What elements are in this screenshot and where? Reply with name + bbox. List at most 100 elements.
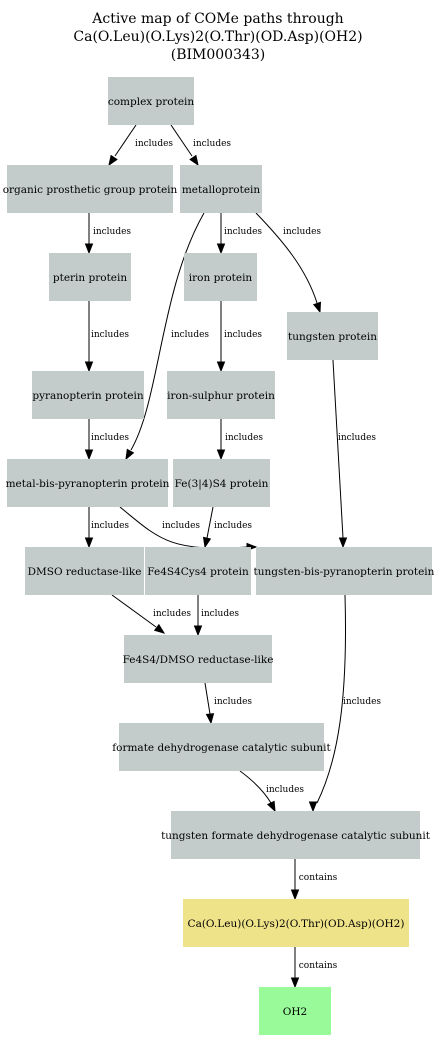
node-tungsten-formate-dh[interactable]: tungsten formate dehydrogenase catalytic…	[161, 811, 431, 859]
node-label: tungsten formate dehydrogenase catalytic…	[161, 830, 431, 842]
edge-complex-protein-to-metalloprotein: includes	[170, 124, 231, 167]
node-oh2[interactable]: OH2	[259, 987, 331, 1035]
edge-metalloprotein-to-metal-bis-pyranopterin: includes	[125, 212, 209, 461]
edge-label: includes	[224, 330, 262, 340]
arrowhead-icon	[153, 623, 166, 634]
node-box	[7, 165, 173, 213]
edge-label: includes	[338, 433, 376, 443]
edge-complex-protein-to-organic-prosthetic: includes	[108, 124, 173, 167]
node-label: formate dehydrogenase catalytic subunit	[112, 742, 331, 754]
edge-fe4s4cys4-protein-to-fe4s4-dmso: includes	[193, 595, 239, 637]
edge-label: includes	[91, 433, 129, 443]
arrowhead-icon	[216, 361, 226, 373]
node-label: OH2	[283, 1006, 307, 1018]
node-iron-sulphur-protein[interactable]: iron-sulphur protein	[167, 371, 275, 419]
edge-label: includes	[214, 697, 252, 707]
node-fe4s4cys4-protein[interactable]: Fe4S4Cys4 protein	[145, 547, 251, 595]
node-box	[167, 371, 275, 419]
edge-ca-site-to-oh2: contains	[290, 947, 338, 989]
edge-fe4s4-dmso-to-formate-dh-subunit: includes	[204, 682, 252, 725]
node-fe3-4s4-protein[interactable]: Fe(3|4)S4 protein	[173, 459, 270, 507]
arrowhead-icon	[338, 537, 348, 549]
edge-metal-bis-pyranopterin-to-dmso-reductase-like: includes	[84, 507, 129, 549]
node-complex-protein[interactable]: complex protein	[108, 77, 195, 125]
edge-organic-prosthetic-to-pterin-protein: includes	[84, 213, 131, 255]
edge-line	[130, 212, 205, 451]
node-box	[32, 371, 144, 419]
node-box	[108, 77, 194, 125]
node-label: iron protein	[189, 272, 253, 284]
arrowhead-icon	[189, 154, 199, 167]
edge-label: includes	[153, 609, 191, 619]
node-fe4s4-dmso[interactable]: Fe4S4/DMSO reductase-like	[123, 635, 274, 683]
node-box	[7, 459, 168, 507]
node-pyranopterin-protein[interactable]: pyranopterin protein	[32, 371, 144, 419]
node-box	[145, 547, 251, 595]
node-organic-prosthetic[interactable]: organic prosthetic group protein	[3, 165, 178, 213]
edge-line	[204, 682, 211, 715]
edge-metalloprotein-to-iron-protein: includes	[216, 213, 262, 255]
node-box	[256, 547, 432, 595]
node-dmso-reductase-like[interactable]: DMSO reductase-like	[25, 547, 144, 595]
node-box	[184, 253, 257, 301]
title-line-2: Ca(O.Leu)(O.Lys)2(O.Thr)(OD.Asp)(OH2)	[73, 29, 362, 45]
arrowhead-icon	[312, 301, 322, 314]
arrowhead-icon	[84, 449, 94, 461]
arrowhead-icon	[290, 889, 300, 901]
edge-label: includes	[91, 330, 129, 340]
node-label: Fe4S4Cys4 protein	[147, 566, 249, 578]
node-formate-dh-subunit[interactable]: formate dehydrogenase catalytic subunit	[112, 723, 332, 771]
node-box	[259, 987, 331, 1035]
node-box	[25, 547, 144, 595]
edge-line	[239, 770, 272, 804]
diagram-title: Active map of COMe paths through Ca(O.Le…	[73, 11, 362, 63]
arrowhead-icon	[84, 243, 94, 255]
edge-label: includes	[93, 227, 131, 237]
arrowhead-icon	[308, 801, 318, 813]
edge-tungsten-protein-to-tungsten-bis-pyranopterin: includes	[332, 359, 376, 549]
node-label: Ca(O.Leu)(O.Lys)2(O.Thr)(OD.Asp)(OH2)	[188, 918, 405, 930]
node-box	[173, 459, 270, 507]
edge-tungsten-formate-dh-to-ca-site: contains	[290, 859, 338, 901]
arrowhead-icon	[216, 449, 226, 461]
edge-label: includes	[171, 330, 209, 340]
edge-label: includes	[135, 139, 173, 149]
node-box	[49, 253, 131, 301]
node-metalloprotein[interactable]: metalloprotein	[180, 165, 262, 213]
node-tungsten-bis-pyranopterin[interactable]: tungsten-bis-pyranopterin protein	[254, 547, 435, 595]
nodes-layer: complex protein organic prosthetic group …	[3, 77, 435, 1035]
edge-label: includes	[224, 227, 262, 237]
node-label: tungsten protein	[288, 331, 377, 343]
arrowhead-icon	[202, 536, 212, 549]
node-label: DMSO reductase-like	[28, 566, 142, 578]
arrowhead-icon	[84, 537, 94, 549]
edge-label: includes	[201, 609, 239, 619]
edge-label: includes	[283, 227, 321, 237]
edge-line	[332, 359, 344, 539]
title-line-1: Active map of COMe paths through	[91, 11, 343, 27]
node-label: iron-sulphur protein	[167, 390, 275, 402]
node-box	[124, 635, 272, 683]
node-iron-protein[interactable]: iron protein	[184, 253, 257, 301]
edge-iron-sulphur-protein-to-fe3-4s4-protein: includes	[216, 419, 263, 461]
node-label: Fe(3|4)S4 protein	[175, 478, 269, 491]
edge-label: includes	[91, 521, 129, 531]
node-metal-bis-pyranopterin[interactable]: metal-bis-pyranopterin protein	[6, 459, 170, 507]
edge-dmso-reductase-like-to-fe4s4-dmso: includes	[111, 594, 191, 634]
edge-label: includes	[162, 521, 200, 531]
node-label: metal-bis-pyranopterin protein	[6, 478, 170, 490]
node-ca-site[interactable]: Ca(O.Leu)(O.Lys)2(O.Thr)(OD.Asp)(OH2)	[183, 899, 409, 947]
edge-line	[206, 506, 214, 539]
node-label: Fe4S4/DMSO reductase-like	[123, 654, 274, 666]
node-box	[119, 723, 324, 771]
node-box	[180, 165, 262, 213]
edge-iron-protein-to-iron-sulphur-protein: includes	[216, 301, 262, 373]
node-pterin-protein[interactable]: pterin protein	[49, 253, 131, 301]
node-tungsten-protein[interactable]: tungsten protein	[287, 312, 378, 360]
arrowhead-icon	[108, 154, 118, 167]
edge-pyranopterin-protein-to-metal-bis-pyranopterin: includes	[84, 419, 129, 461]
arrowhead-icon	[125, 448, 135, 461]
edge-formate-dh-subunit-to-tungsten-formate-dh: includes	[239, 770, 304, 813]
edge-label: contains	[299, 961, 338, 971]
